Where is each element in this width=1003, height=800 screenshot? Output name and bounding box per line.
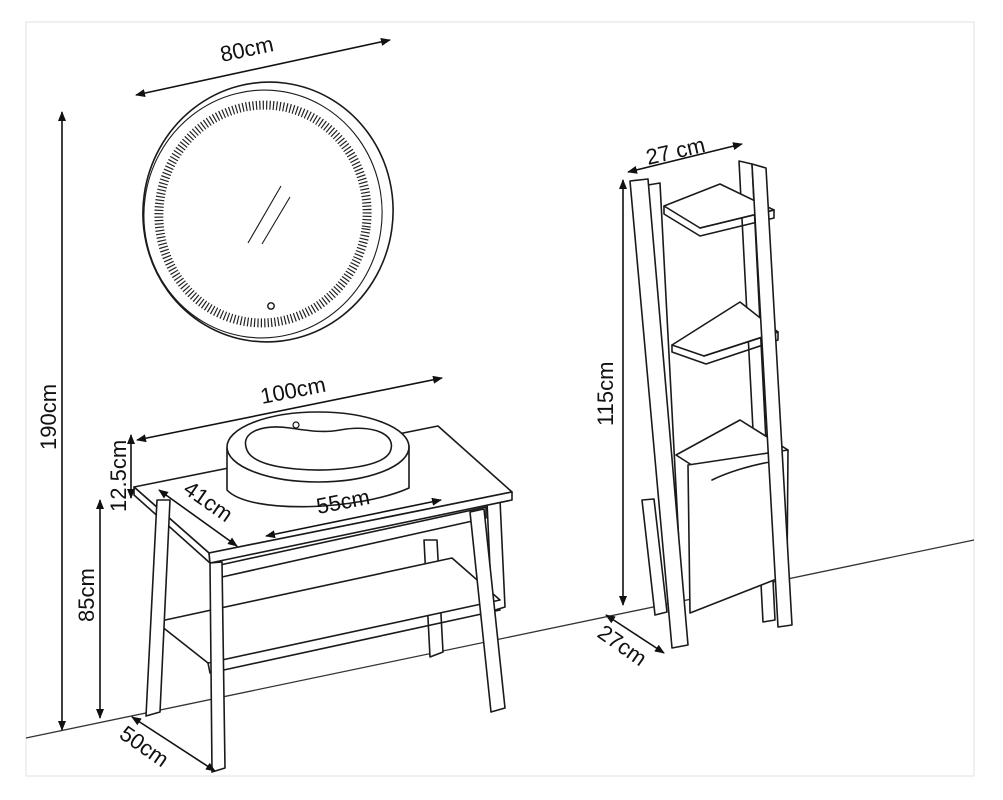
round-led-mirror bbox=[142, 81, 394, 343]
vanity-depth-label: 50cm bbox=[115, 721, 173, 772]
diagram-frame bbox=[25, 21, 975, 777]
vanity-front-leg-center bbox=[209, 561, 226, 773]
vanity-front-leg-right bbox=[469, 508, 506, 713]
basin-height-label: 12.5cm bbox=[106, 440, 131, 512]
cabinet-handle bbox=[711, 461, 771, 481]
mirror-glare-1 bbox=[247, 185, 282, 244]
mirror-outer-rim bbox=[142, 81, 394, 343]
ladder-front-rail-left bbox=[629, 178, 689, 649]
ladder-shelf-unit bbox=[629, 160, 793, 649]
vanity-front-leg-left bbox=[145, 499, 171, 717]
vanity-lower-shelf bbox=[155, 557, 501, 664]
shelf-width-label: 27 cm bbox=[644, 132, 708, 170]
mirror-glare-2 bbox=[261, 196, 291, 245]
mirror-width-label: 80cm bbox=[218, 31, 276, 67]
shelf-height-label: 115cm bbox=[593, 362, 618, 426]
mirror-led-ring bbox=[154, 100, 372, 328]
total-height-label: 190cm bbox=[36, 384, 61, 450]
dimension-lines bbox=[58, 37, 743, 772]
floor-line bbox=[25, 539, 975, 739]
vanity-unit bbox=[133, 411, 513, 773]
vanity-height-label: 85cm bbox=[74, 568, 99, 622]
mirror-touch-switch-icon bbox=[267, 302, 275, 310]
shelf-depth-label: 27cm bbox=[593, 620, 651, 671]
vessel-basin bbox=[226, 411, 410, 508]
ladder-front-rail-right bbox=[751, 163, 793, 628]
